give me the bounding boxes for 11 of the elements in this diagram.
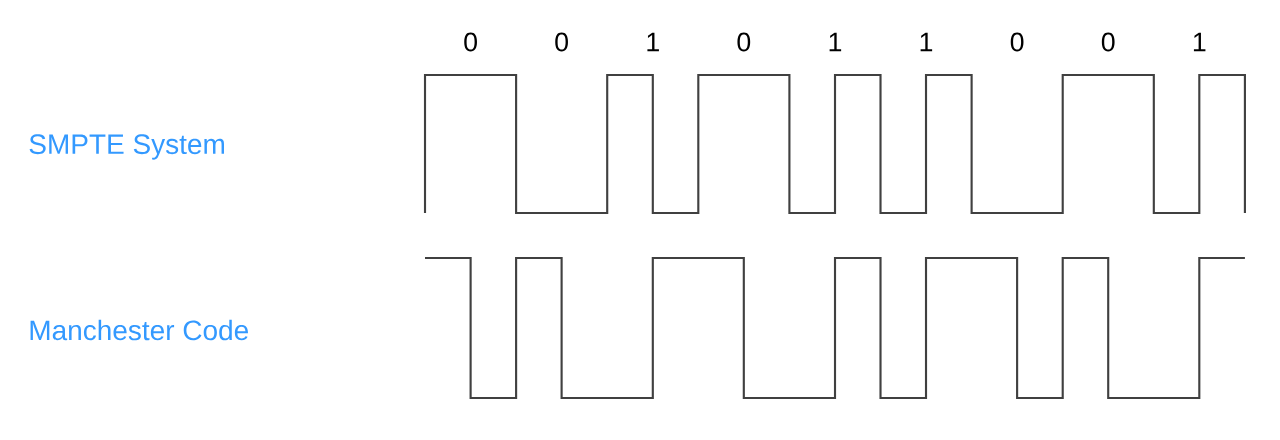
bit-label: 0: [1101, 32, 1115, 52]
bit-label: 1: [1193, 32, 1206, 52]
row-label: SMPTE System: [29, 134, 224, 160]
bit-label: 1: [647, 32, 659, 52]
bit-label: 1: [920, 32, 933, 52]
bit-label: 0: [555, 32, 568, 52]
bit-label: 0: [464, 32, 477, 52]
bit-label: 1: [829, 32, 842, 52]
row-label: Manchester Code: [30, 319, 248, 341]
bit-label: 0: [1010, 32, 1024, 52]
bit-label: 0: [737, 32, 751, 52]
